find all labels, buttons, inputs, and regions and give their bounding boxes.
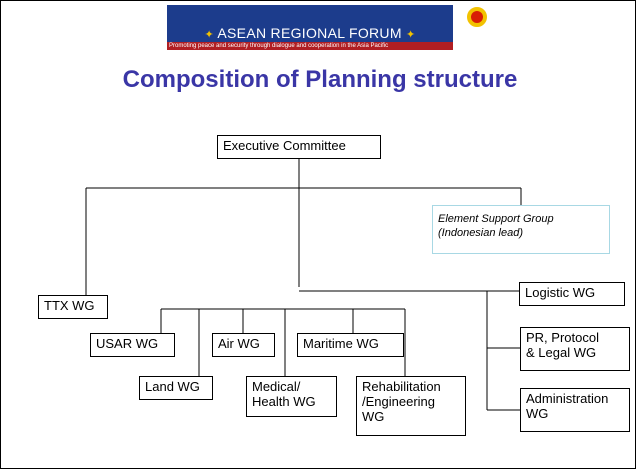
administration-wg-box: Administration WG (520, 388, 630, 432)
dove-icon: ✦ (406, 29, 416, 41)
pr-protocol-legal-wg-box: PR, Protocol & Legal WG (520, 327, 630, 371)
banner-title: ASEAN REGIONAL FORUM (217, 25, 402, 41)
banner-tagline: Promoting peace and security through dia… (169, 43, 389, 49)
asean-regional-forum-logo: ✦ ASEAN REGIONAL FORUM ✦ Promoting peace… (167, 5, 488, 50)
land-wg-box: Land WG (139, 376, 213, 400)
ttx-wg-box: TTX WG (38, 295, 108, 319)
air-wg-box: Air WG (212, 333, 275, 357)
slide-title: Composition of Planning structure (122, 66, 518, 93)
element-support-group-box: Element Support Group (Indonesian lead) (432, 205, 610, 254)
usar-wg-box: USAR WG (90, 333, 175, 357)
executive-committee-box: Executive Committee (217, 135, 381, 159)
rehabilitation-engineering-wg-box: Rehabilitation /Engineering WG (356, 376, 466, 436)
maritime-wg-box: Maritime WG (297, 333, 404, 357)
logistic-wg-box: Logistic WG (519, 282, 625, 306)
medical-health-wg-box: Medical/ Health WG (246, 376, 337, 417)
banner-strip (167, 42, 453, 50)
asean-emblem-icon (466, 6, 488, 28)
dove-icon: ✦ (204, 29, 214, 41)
